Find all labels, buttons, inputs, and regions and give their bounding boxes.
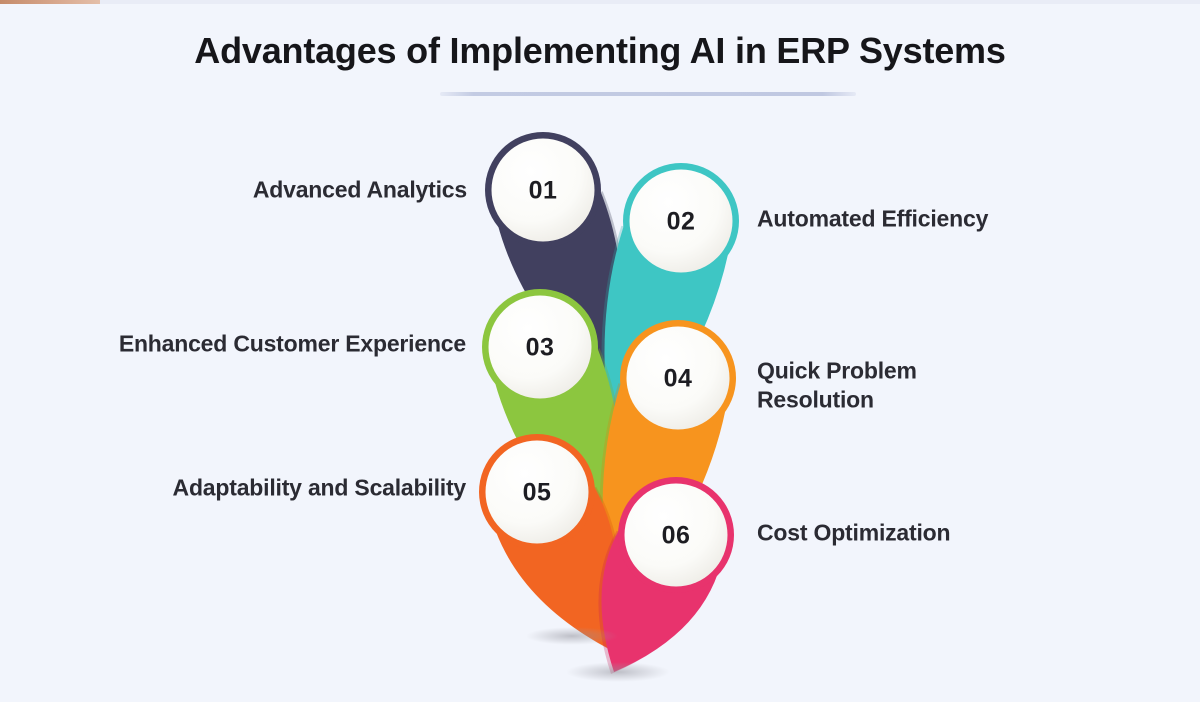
pin-tail-shade-05 <box>498 486 622 652</box>
pin-head-face-06 <box>624 483 728 587</box>
pin-drop-shadow-2 <box>566 662 670 682</box>
pin-tail-01 <box>497 189 623 400</box>
pin-head-face-01 <box>491 138 595 242</box>
pin-number-05: 05 <box>522 478 552 507</box>
top-progress-strip <box>0 0 1200 4</box>
pin-label-05: Adaptability and Scalability <box>172 474 467 501</box>
pin-label-06: Cost Optimization <box>757 519 951 546</box>
pin-tail-06 <box>601 528 718 672</box>
pin-04[interactable] <box>599 320 736 622</box>
pin-head-face-04 <box>626 326 730 430</box>
pin-number-01: 01 <box>528 176 558 205</box>
pin-tail-02 <box>604 223 729 462</box>
pin-05[interactable] <box>479 434 622 652</box>
pin-label-04: Quick Problem Resolution <box>757 357 917 412</box>
page-title: Advantages of Implementing AI in ERP Sys… <box>194 30 1006 71</box>
pin-tail-03 <box>494 346 621 560</box>
pin-tail-shade-06 <box>598 530 715 674</box>
pin-tail-shade-01 <box>500 191 626 402</box>
pin-number-02: 02 <box>666 207 696 236</box>
pin-head-ring-05 <box>479 434 595 550</box>
pin-head-ring-06 <box>618 477 734 593</box>
pin-number-06: 06 <box>661 521 691 550</box>
pin-01[interactable] <box>485 132 626 402</box>
pin-head-face-05 <box>485 440 589 544</box>
title-divider <box>440 92 856 96</box>
pin-head-face-03 <box>488 295 592 399</box>
pin-label-02: Automated Efficiency <box>757 205 989 232</box>
pin-06[interactable] <box>598 477 734 674</box>
pin-drop-shadow-1 <box>526 627 618 645</box>
pin-head-ring-02 <box>623 163 739 279</box>
pin-label-03: Enhanced Customer Experience <box>118 330 466 357</box>
top-progress-fill <box>0 0 100 4</box>
pin-tail-04 <box>602 381 726 620</box>
pin-label-01: Advanced Analytics <box>252 176 467 203</box>
pin-number-03: 03 <box>525 333 555 362</box>
pin-head-ring-04 <box>620 320 736 436</box>
pin-02[interactable] <box>601 163 739 464</box>
pin-head-ring-03 <box>482 289 598 405</box>
pin-number-04: 04 <box>663 364 693 393</box>
pin-head-ring-01 <box>485 132 601 248</box>
pin-head-face-02 <box>629 169 733 273</box>
pin-tail-shade-03 <box>497 348 624 562</box>
pin-tail-05 <box>495 484 619 650</box>
pin-03[interactable] <box>482 289 624 562</box>
pin-tail-shade-02 <box>601 225 726 464</box>
pin-tail-shade-04 <box>599 383 723 622</box>
